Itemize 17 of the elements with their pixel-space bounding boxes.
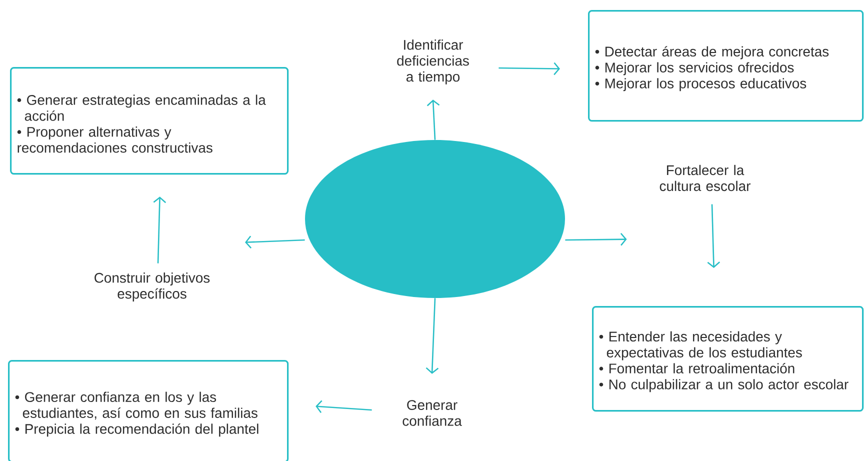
arrow — [498, 62, 560, 76]
concept-label: Generar confianza — [402, 400, 462, 426]
arrow — [426, 100, 440, 140]
arrow — [565, 232, 627, 246]
bullet-list-box: • Generar confianza en los y las estudiantes, así como en sus familias • Prepicia la recomendación del plantel — [8, 360, 289, 461]
arrow — [245, 236, 305, 248]
central-ellipse — [305, 140, 565, 298]
bullet-list-box: • Generar estrategias encaminadas a la acción • Proponer alternativas y recomendaciones constructivas — [10, 67, 289, 175]
bullet-list-box: • Entender las necesidades y expectativas de los estudiantes • Fomentar la retroalimentación • No culpabilizar a un solo actor escolar — [592, 306, 864, 412]
arrow — [316, 400, 372, 414]
concept-label: Construir objetivos específicos — [94, 272, 210, 302]
arrow — [426, 298, 439, 374]
concept-label: Fortalecer la cultura escolar — [660, 164, 750, 192]
arrow — [707, 204, 720, 268]
concept-label: Identificar deficiencias a tiempo — [397, 40, 469, 84]
arrow — [153, 196, 166, 264]
bullet-list-box: • Detectar áreas de mejora concretas • Mejorar los servicios ofrecidos • Mejorar los procesos educativos — [588, 10, 864, 122]
